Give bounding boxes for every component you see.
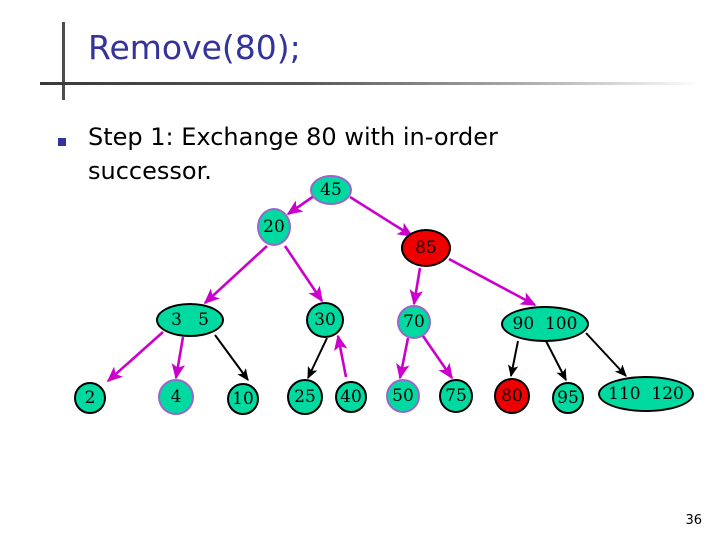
tree-node-50[interactable]: 50: [386, 379, 420, 413]
tree-node-label: 95: [557, 387, 579, 408]
tree-node-label: 80: [501, 385, 523, 406]
tree-edge-n90_100-n110_120: [585, 332, 627, 377]
tree-node-label: 3 5: [171, 309, 209, 330]
tree-node-2[interactable]: 2: [74, 382, 106, 414]
tree-node-4[interactable]: 4: [158, 379, 194, 415]
tree-edge-n70-n75: [421, 335, 454, 380]
tree-node-10[interactable]: 10: [227, 383, 259, 415]
page-number: 36: [685, 513, 702, 528]
page-title: Remove(80);: [88, 28, 301, 67]
tree-node-30[interactable]: 30: [306, 302, 344, 338]
tree-node-75[interactable]: 75: [439, 379, 473, 413]
tree-edge-n30-n25: [307, 337, 328, 380]
tree-node-40[interactable]: 40: [335, 381, 367, 413]
tree-node-label: 4: [170, 386, 182, 407]
title-vertical-rule: [62, 22, 65, 100]
tree-edge-layer: [106, 194, 627, 383]
tree-node-45[interactable]: 45: [310, 175, 352, 205]
tree-edge-n3_5-n4: [171, 336, 186, 380]
tree-node-25[interactable]: 25: [287, 379, 323, 415]
tree-node-label: 110 120: [608, 383, 684, 404]
square-bullet-icon: [58, 138, 66, 146]
tree-node-label: 20: [263, 216, 285, 237]
tree-edge-n30-n40: [334, 334, 348, 378]
tree-edge-n20-n30: [283, 245, 324, 303]
tree-node-label: 10: [232, 388, 254, 409]
tree-edge-n3_5-n2: [106, 331, 164, 383]
tree-node-label: 70: [403, 311, 425, 332]
tree-node-label: 75: [445, 385, 467, 406]
tree-node-95[interactable]: 95: [552, 382, 584, 414]
tree-node-label: 25: [294, 386, 316, 407]
tree-edge-n70-n50: [396, 337, 410, 380]
tree-edge-n85-n90_100: [448, 257, 537, 307]
tree-edge-n90_100-n80: [508, 340, 519, 378]
tree-node-label: 90 100: [512, 313, 578, 334]
tree-node-label: 40: [340, 386, 362, 407]
tree-node-90-100[interactable]: 90 100: [501, 306, 589, 342]
tree-node-label: 50: [392, 385, 414, 406]
tree-edge-n90_100-n95: [545, 340, 567, 382]
tree-node-20[interactable]: 20: [257, 208, 291, 246]
tree-node-label: 85: [415, 237, 437, 258]
tree-edge-n45-n85: [349, 195, 414, 238]
tree-node-70[interactable]: 70: [397, 305, 431, 339]
tree-edge-n45-n20: [286, 194, 315, 216]
tree-edge-n3_5-n10: [214, 334, 249, 381]
bullet-item-label: Step 1: Exchange 80 with in-order succes…: [88, 123, 498, 185]
tree-edge-n20-n3_5: [203, 245, 268, 305]
tree-node-110-120[interactable]: 110 120: [598, 376, 694, 412]
tree-node-label: 2: [84, 387, 96, 408]
tree-node-80[interactable]: 80: [494, 378, 530, 414]
tree-node-label: 45: [320, 179, 342, 200]
tree-node-85[interactable]: 85: [401, 229, 451, 267]
title-horizontal-rule: [40, 82, 700, 85]
tree-node-3-5[interactable]: 3 5: [156, 303, 224, 337]
tree-edge-n85-n70: [409, 267, 423, 306]
tree-node-label: 30: [314, 309, 336, 330]
